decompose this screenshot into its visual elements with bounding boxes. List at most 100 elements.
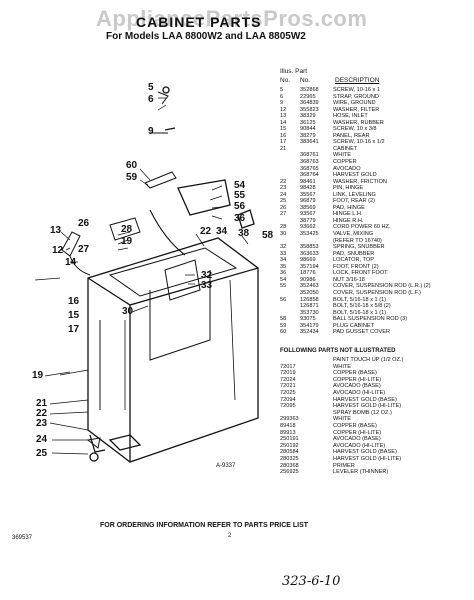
part-no-cell: 35567 (300, 191, 316, 198)
description-cell: LINK, LEVELING (333, 191, 376, 198)
callout-label: 59 (126, 172, 138, 183)
illus-no-cell: 26 (280, 204, 287, 211)
table-row: 299363 WHITE (280, 416, 465, 423)
part-no-cell: 352463 (300, 283, 319, 290)
description-cell: WHITE (333, 416, 352, 423)
description-cell: WHITE (333, 363, 352, 370)
part-no-cell: 364839 (300, 100, 319, 107)
part-no-cell: 368763 (300, 159, 319, 166)
part-no-cell: 354179 (300, 322, 319, 329)
callout-label: 9 (148, 126, 154, 137)
part-no-cell: 358853 (300, 244, 319, 251)
callout-label: 32 (201, 270, 213, 281)
callout-label: 54 (234, 180, 246, 191)
callout-label: 33 (201, 280, 213, 291)
description-cell: PAD GUSSET COVER (333, 329, 390, 336)
callout-label: 56 (234, 201, 246, 212)
part-no-cell: 22965 (300, 93, 316, 100)
part-no-cell: 72025 (280, 389, 296, 396)
table-row: 72019 COPPER (BASE) (280, 370, 465, 377)
illus-no-cell: 59 (280, 322, 287, 329)
table-row: 72017 WHITE (280, 364, 465, 371)
part-no-cell: 98461 (300, 178, 316, 185)
description-cell: BOLT, 5/16-18 x 1 (1) (333, 309, 387, 316)
illus-no-cell: 28 (280, 224, 287, 231)
callout-label: 19 (32, 370, 44, 381)
illus-no-cell: 22 (280, 178, 287, 185)
description-cell: BALL SUSPENSION ROD (3) (333, 316, 408, 323)
callout-label: 26 (78, 218, 90, 229)
illus-no-cell: 17 (280, 139, 287, 146)
description-cell: HARVEST GOLD (HI-LITE) (333, 455, 402, 462)
part-no-cell: 72017 (280, 363, 296, 370)
illus-no-cell: 24 (280, 191, 287, 198)
description-cell: AVOCADO (BASE) (333, 383, 381, 390)
illus-no-cell: 34 (280, 257, 287, 264)
part-no-cell: 98428 (300, 185, 316, 192)
table-header-line1: Illus. Part (280, 68, 308, 75)
description-cell: PIN, HINGE (333, 185, 364, 192)
illus-no-cell: 27 (280, 211, 287, 218)
description-cell: LOCK, FRONT FOOT (333, 270, 388, 277)
part-no-cell: 89913 (280, 429, 296, 436)
callout-label: 58 (262, 230, 274, 241)
description-cell: HARVEST GOLD (333, 172, 377, 179)
description-cell: COPPER (BASE) (333, 370, 377, 377)
table-row: 89913 COPPER (HI-LITE) (280, 430, 465, 437)
table-row: (REFER TO 16740) (280, 238, 465, 245)
description-cell: HARVEST GOLD (BASE) (333, 396, 397, 403)
illus-no-cell: 12 (280, 106, 287, 113)
callout-label: 5 (148, 82, 154, 93)
ground-wire (164, 127, 176, 131)
watermark: AppliancePartsPros.com (96, 6, 368, 31)
description-cell: BOLT, 5/16-18 x 1 (1) (333, 296, 387, 303)
callout-label: 13 (50, 225, 62, 236)
description-cell: CABINET (333, 145, 358, 152)
description-cell: AVOCADO (BASE) (333, 436, 381, 443)
table-row: 22 98461 WASHER, FRICTION (280, 179, 465, 186)
description-cell: COPPER (HI-LITE) (333, 429, 382, 436)
table-row: 368764 HARVEST GOLD (280, 172, 465, 179)
callout-label: 36 (234, 213, 246, 224)
description-cell: PAD, HINGE (333, 204, 365, 211)
illus-no-cell: 15 (280, 126, 287, 133)
illus-no-cell: 13 (280, 113, 287, 120)
illus-no-cell: 54 (280, 276, 287, 283)
part-no-cell: 352868 (300, 87, 319, 93)
header-description: DESCRIPTION (335, 77, 380, 84)
description-cell: PANEL, REAR (333, 132, 370, 139)
part-no-cell: 368764 (300, 172, 319, 179)
part-no-cell: 38329 (300, 113, 316, 120)
description-cell: WHITE (333, 152, 352, 159)
part-no-cell: 299363 (280, 416, 299, 423)
part-no-cell: 93662 (300, 224, 316, 231)
part-no-cell: 280325 (280, 455, 299, 462)
description-cell: NUT 3/16-18 (333, 276, 365, 283)
part-no-cell: 72094 (280, 396, 296, 403)
callout-label: 24 (36, 434, 48, 445)
description-cell: WASHER, FRICTION (333, 178, 387, 185)
page-number: 2 (228, 533, 232, 539)
following-parts-header: FOLLOWING PARTS NOT ILLUSTRATED (280, 348, 396, 354)
callout-label: 22 (200, 226, 212, 237)
part-no-cell: 89418 (280, 422, 296, 429)
ordering-footer: FOR ORDERING INFORMATION REFER TO PARTS … (100, 522, 309, 529)
part-no-cell: 352050 (300, 289, 319, 296)
callout-label: 38 (238, 228, 250, 239)
part-no-cell: 18776 (300, 270, 316, 277)
part-no-cell: 72019 (280, 370, 296, 377)
